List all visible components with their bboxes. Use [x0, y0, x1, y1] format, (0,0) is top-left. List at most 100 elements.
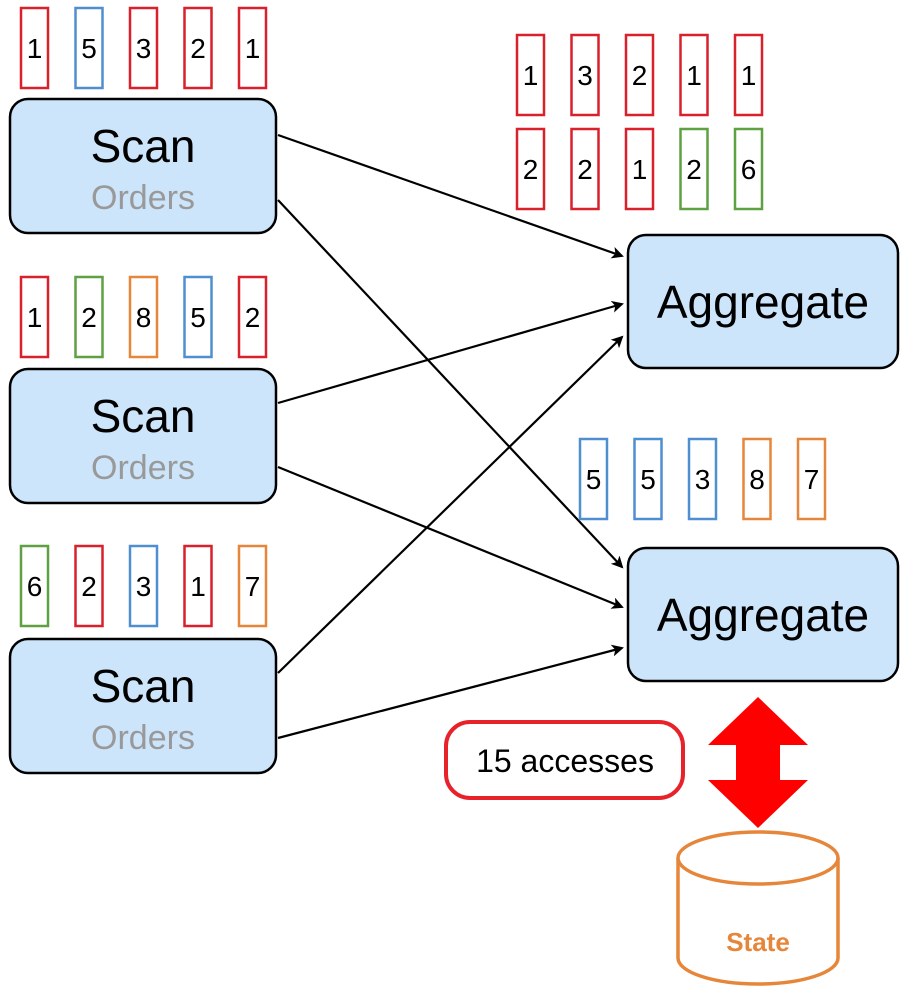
tuple-value: 1 — [27, 33, 43, 64]
edge-scan-2-to-aggregate-2 — [277, 465, 624, 609]
aggregate-1-tuple: 1 — [679, 33, 709, 117]
tuple-value: 1 — [27, 302, 43, 333]
tuple-box — [74, 275, 104, 359]
tuple-value: 2 — [245, 302, 261, 333]
tuple-value: 3 — [695, 464, 711, 495]
scan-1-tuple: 5 — [74, 6, 104, 90]
tuple-value: 6 — [741, 154, 757, 185]
scan-node-3-subtitle: Orders — [91, 719, 195, 757]
tuple-box — [237, 6, 268, 90]
state-database-icon: State — [676, 830, 840, 986]
scan-1-tuple: 1 — [237, 6, 268, 90]
tuple-value: 2 — [81, 571, 97, 602]
scan-node-2[interactable]: Scan Orders — [8, 367, 278, 505]
tuple-box — [633, 437, 663, 521]
tuple-value: 5 — [586, 464, 602, 495]
scan-2-tuple: 2 — [237, 275, 268, 359]
aggregate-2-tuple: 8 — [742, 437, 772, 521]
edge-scan-2-to-aggregate-1 — [277, 300, 624, 405]
aggregate-1-tuple: 1 — [624, 127, 655, 211]
tuple-box — [237, 275, 268, 359]
tuple-value: 5 — [190, 302, 206, 333]
tuple-box — [183, 6, 213, 90]
aggregate-node-1[interactable]: Aggregate — [626, 233, 900, 370]
tuple-box — [515, 33, 546, 117]
scan-2-tuple: 2 — [74, 275, 104, 359]
aggregate-node-2[interactable]: Aggregate — [626, 546, 900, 683]
tuple-box — [128, 544, 159, 628]
scan-node-3-title: Scan — [91, 660, 196, 712]
scan-2-tuple: 8 — [128, 275, 159, 359]
edge-scan-3-to-aggregate-1 — [277, 335, 624, 674]
access-count-label: 15 accesses — [476, 743, 654, 779]
tuple-value: 2 — [686, 154, 702, 185]
scan-node-1[interactable]: Scan Orders — [8, 97, 278, 235]
tuple-box — [733, 127, 764, 211]
tuple-box — [796, 437, 827, 521]
aggregate-1-tuple: 2 — [624, 33, 655, 117]
scan-2-tuple: 5 — [183, 275, 213, 359]
scan-node-2-subtitle: Orders — [91, 449, 195, 487]
tuple-box — [74, 6, 104, 90]
tuple-box — [183, 275, 213, 359]
edge-scan-1-to-aggregate-2 — [277, 199, 624, 569]
aggregate-2-tuple: 3 — [687, 437, 718, 521]
tuple-box — [679, 127, 709, 211]
state-label: State — [726, 927, 790, 957]
tuple-box — [183, 544, 213, 628]
tuple-box — [128, 275, 159, 359]
tuple-value: 2 — [81, 302, 97, 333]
scan-2-tuples: 1 2 8 5 2 — [19, 275, 268, 359]
scan-3-tuple: 6 — [19, 544, 50, 628]
scan-1-tuple: 1 — [19, 6, 50, 90]
tuple-box — [679, 33, 709, 117]
aggregate-node-2-title: Aggregate — [657, 589, 869, 641]
tuple-box — [19, 544, 50, 628]
tuple-box — [74, 544, 104, 628]
tuple-value: 1 — [245, 33, 261, 64]
tuple-value: 1 — [523, 60, 539, 91]
tuple-value: 2 — [523, 154, 539, 185]
scan-3-tuple: 7 — [237, 544, 268, 628]
double-arrow-icon — [708, 697, 808, 828]
tuple-box — [624, 33, 655, 117]
scan-3-tuple: 3 — [128, 544, 159, 628]
tuple-box — [237, 544, 268, 628]
tuple-value: 6 — [27, 571, 43, 602]
scan-3-tuple: 2 — [74, 544, 104, 628]
tuple-value: 1 — [632, 154, 648, 185]
access-count-badge: 15 accesses — [444, 720, 685, 800]
aggregate-1-tuple: 1 — [515, 33, 546, 117]
aggregate-2-tuple: 5 — [578, 437, 609, 521]
aggregate-1-tuple: 2 — [570, 127, 600, 211]
edge-scan-3-to-aggregate-2 — [277, 644, 624, 740]
tuple-value: 8 — [749, 464, 765, 495]
tuple-box — [742, 437, 772, 521]
aggregate-1-tuple: 2 — [515, 127, 546, 211]
tuple-box — [733, 33, 764, 117]
tuple-value: 1 — [190, 571, 206, 602]
tuple-value: 1 — [686, 60, 702, 91]
scan-3-tuple: 1 — [183, 544, 213, 628]
tuple-value: 8 — [136, 302, 152, 333]
tuple-box — [128, 6, 159, 90]
scan-1-tuple: 3 — [128, 6, 159, 90]
scan-2-tuple: 1 — [19, 275, 50, 359]
tuple-box — [570, 33, 600, 117]
tuple-value: 7 — [245, 571, 261, 602]
tuple-box — [570, 127, 600, 211]
tuple-box — [19, 6, 50, 90]
tuple-box — [578, 437, 609, 521]
aggregate-2-tuple: 5 — [633, 437, 663, 521]
aggregate-1-tuple: 2 — [679, 127, 709, 211]
tuple-box — [515, 127, 546, 211]
tuple-value: 2 — [577, 154, 593, 185]
scan-node-3[interactable]: Scan Orders — [8, 637, 278, 775]
tuple-box — [624, 127, 655, 211]
scan-node-1-subtitle: Orders — [91, 179, 195, 217]
